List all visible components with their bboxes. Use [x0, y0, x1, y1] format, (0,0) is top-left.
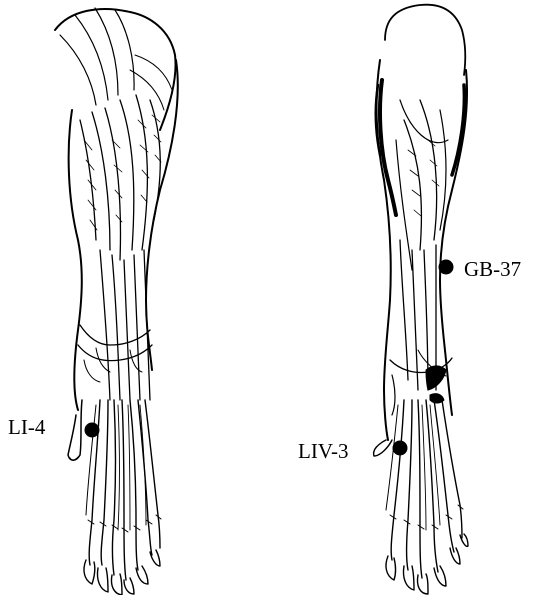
left-limb-illustration	[55, 8, 178, 595]
right-limb-illustration	[374, 5, 468, 594]
acupoint-label-li4: LI-4	[8, 417, 45, 438]
acupoint-label-gb37: GB-37	[464, 259, 521, 280]
acupoint-gb37-marker	[439, 260, 454, 275]
acupoint-liv3-marker	[393, 441, 408, 456]
acupoint-label-liv3: LIV-3	[298, 441, 349, 462]
acupoint-li4-marker	[85, 423, 100, 438]
